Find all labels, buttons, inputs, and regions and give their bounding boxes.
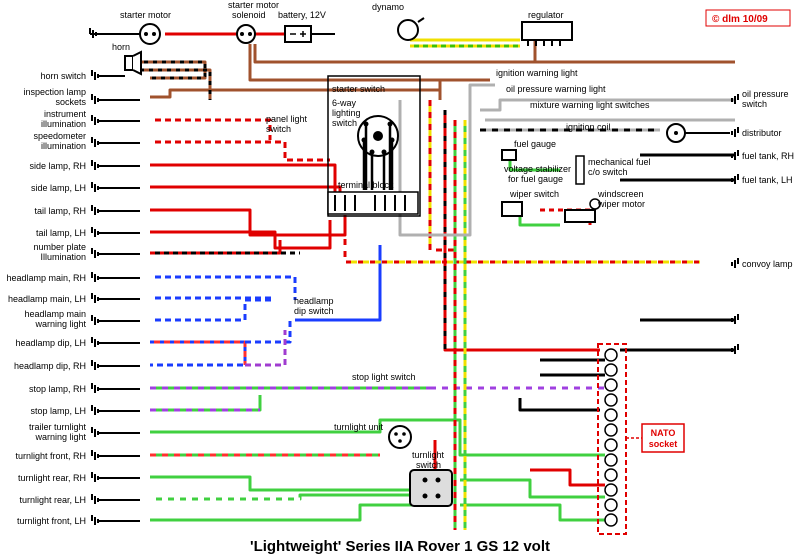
- left-label: turnlight rear, LH: [19, 495, 86, 505]
- wiper-motor-label-1: windscreen: [597, 189, 644, 199]
- lighting-switch-label-3: switch: [332, 118, 357, 128]
- fuel-cutoff-switch-icon: [575, 155, 585, 185]
- left-grounds: [89, 28, 140, 525]
- left-label: headlamp main, LH: [8, 294, 86, 304]
- lighting-switch-label-2: lighting: [332, 108, 361, 118]
- turnlight-switch-icon: [409, 469, 453, 507]
- battery-label: battery, 12V: [278, 10, 326, 20]
- lighting-switch-label-1: 6-way: [332, 98, 357, 108]
- left-label: trailer turnlight: [29, 422, 87, 432]
- left-label: headlamp main: [24, 309, 86, 319]
- wiper-switch-icon: [501, 201, 523, 217]
- starter-motor-label: starter motor: [120, 10, 171, 20]
- terminal-block-label: terminal block: [338, 180, 394, 190]
- left-label: warning light: [34, 319, 86, 329]
- wiper-motor-icon: [564, 198, 601, 223]
- dynamo-label: dynamo: [372, 2, 404, 12]
- headlamp-dip-switch-label-2: dip switch: [294, 306, 334, 316]
- horn-icon: [124, 50, 142, 76]
- left-label: turnlight front, LH: [17, 516, 86, 526]
- distributor-icon: [666, 123, 730, 143]
- horn-label: horn: [112, 42, 130, 52]
- turnlight-unit-label: turnlight unit: [334, 422, 384, 432]
- lighting-switch-icon: [357, 115, 399, 190]
- left-label: sockets: [55, 97, 86, 107]
- diagram-title: 'Lightweight' Series IIA Rover 1 GS 12 v…: [250, 538, 550, 555]
- starter-switch-label: starter switch: [332, 84, 385, 94]
- mixture-warning-switches-label: mixture warning light switches: [530, 100, 650, 110]
- starter-motor-icon: [90, 23, 161, 45]
- right-label: switch: [742, 99, 767, 109]
- solenoid-label-1: starter motor: [228, 0, 279, 10]
- right-grounds: [731, 94, 739, 354]
- right-label: convoy lamp: [742, 259, 793, 269]
- ignition-coil-label: ignition coil: [566, 122, 611, 132]
- turnlight-switch-label-2: switch: [416, 460, 441, 470]
- left-label: turnlight rear, RH: [18, 473, 86, 483]
- solenoid-label-2: solenoid: [232, 10, 266, 20]
- nato-socket-icon: [597, 343, 685, 535]
- left-labels: horn switch inspection lamp sockets inst…: [6, 71, 86, 526]
- regulator-icon: [521, 21, 573, 46]
- panel-light-switch-label-2: switch: [266, 124, 291, 134]
- oil-pressure-warning-light-label: oil pressure warning light: [506, 84, 606, 94]
- left-label: turnlight front, RH: [15, 451, 86, 461]
- left-label: illumination: [41, 119, 86, 129]
- credit-box: [705, 9, 791, 27]
- voltage-stabilizer-label-2: for fuel gauge: [508, 174, 563, 184]
- right-label: fuel tank, LH: [742, 175, 793, 185]
- left-label: side lamp, LH: [31, 183, 86, 193]
- nato-socket-label-1: NATO: [651, 428, 676, 438]
- left-label: instrument: [44, 109, 87, 119]
- terminal-block-icon: [327, 191, 419, 215]
- turnlight-unit-icon: [388, 425, 412, 449]
- left-label: headlamp dip, RH: [14, 361, 86, 371]
- headlamp-dip-switch-label-1: headlamp: [294, 296, 334, 306]
- left-label: Illumination: [40, 252, 86, 262]
- left-label: headlamp main, RH: [6, 273, 86, 283]
- left-label: side lamp, RH: [29, 161, 86, 171]
- right-label: fuel tank, RH: [742, 151, 794, 161]
- terminal-block-box: [327, 75, 421, 217]
- left-label: number plate: [33, 242, 86, 252]
- right-label: distributor: [742, 128, 782, 138]
- dynamo-icon: [397, 17, 425, 41]
- regulator-label: regulator: [528, 10, 564, 20]
- left-label: inspection lamp: [23, 87, 86, 97]
- left-label: speedometer: [33, 131, 86, 141]
- stop-light-switch-label: stop light switch: [352, 372, 416, 382]
- wires: [135, 32, 735, 530]
- left-label: tail lamp, LH: [36, 228, 86, 238]
- wiper-switch-label: wiper switch: [509, 189, 559, 199]
- nato-socket-label-2: socket: [649, 439, 678, 449]
- mechanical-fuel-label-2: c/o switch: [588, 167, 628, 177]
- battery-icon: [284, 25, 335, 43]
- turnlight-switch-label-1: turnlight: [412, 450, 445, 460]
- panel-light-switch-label-1: panel light: [266, 114, 308, 124]
- left-label: headlamp dip, LH: [15, 338, 86, 348]
- left-label: stop lamp, LH: [30, 406, 86, 416]
- wiper-motor-label-2: wiper motor: [597, 199, 645, 209]
- fuel-gauge-icon: [501, 149, 517, 161]
- ignition-warning-light-label: ignition warning light: [496, 68, 578, 78]
- left-label: horn switch: [40, 71, 86, 81]
- solenoid-icon: [236, 24, 256, 44]
- voltage-stabilizer-label-1: voltage stabilizer: [504, 164, 571, 174]
- credit-text: © dlm 10/09: [712, 14, 768, 25]
- left-label: stop lamp, RH: [29, 384, 86, 394]
- right-labels: oil pressure switch distributor fuel tan…: [742, 89, 794, 269]
- left-label: illumination: [41, 141, 86, 151]
- fuel-gauge-label: fuel gauge: [514, 139, 556, 149]
- right-label: oil pressure: [742, 89, 789, 99]
- mechanical-fuel-label-1: mechanical fuel: [588, 157, 651, 167]
- left-label: warning light: [34, 432, 86, 442]
- left-label: tail lamp, RH: [34, 206, 86, 216]
